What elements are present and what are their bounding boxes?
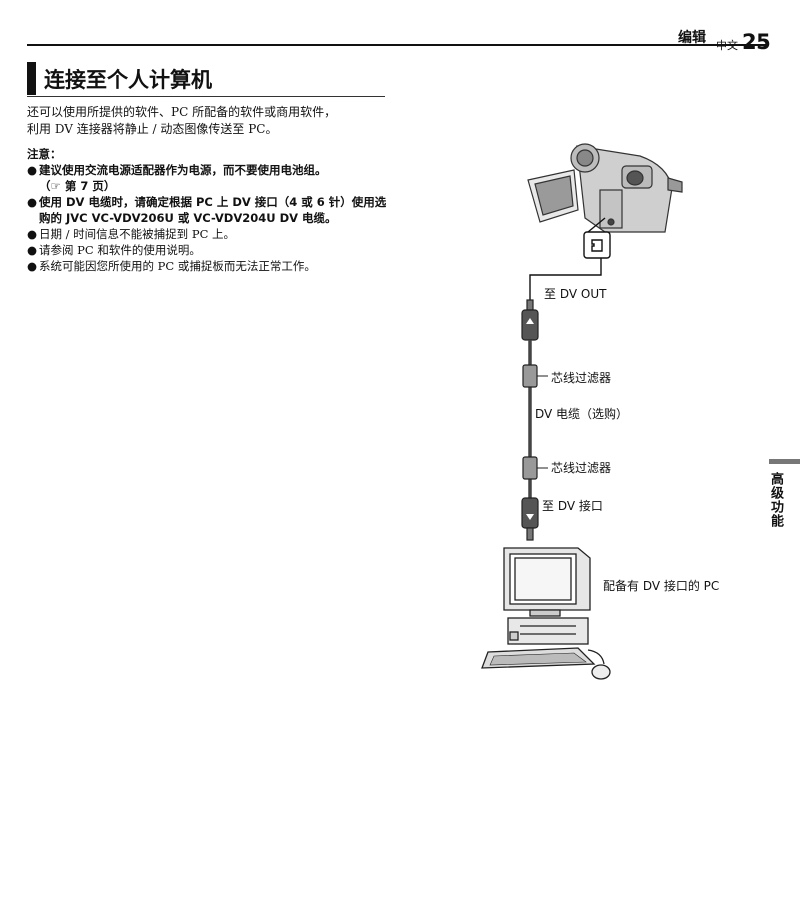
side-tab-label: 高级功能 — [768, 472, 783, 528]
header-rule — [27, 44, 766, 46]
bullet-icon: ● — [27, 195, 38, 209]
note-item: ● 日期 / 时间信息不能被捕捉到 PC 上。 — [27, 226, 407, 242]
note-item: ● 请参阅 PC 和软件的使用说明。 — [27, 242, 407, 258]
label-core-filter-top: 芯线过滤器 — [551, 371, 612, 385]
intro-line: 利用 DV 连接器将静止 / 动态图像传送至 PC。 — [27, 122, 278, 136]
note-text: （☞ 第 7 页） — [39, 179, 116, 193]
note-text: 请参阅 PC 和软件的使用说明。 — [39, 243, 201, 257]
note-item: ● 系统可能因您所使用的 PC 或捕捉板而无法正常工作。 — [27, 258, 407, 274]
header-section-label: 编辑 — [678, 30, 706, 46]
notes-list: ● 建议使用交流电源适配器作为电源，而不要使用电池组。 （☞ 第 7 页） ● … — [27, 162, 407, 274]
label-dv-cable: DV 电缆（选购） — [535, 407, 629, 421]
desktop-pc-icon — [481, 547, 611, 680]
label-to-dv-out: 至 DV OUT — [544, 287, 607, 301]
camcorder-icon — [527, 143, 683, 233]
note-text: 系统可能因您所使用的 PC 或捕捉板而无法正常工作。 — [39, 259, 316, 273]
intro-paragraph: 还可以使用所提供的软件、PC 所配备的软件或商用软件， 利用 DV 连接器将静止… — [27, 104, 397, 138]
note-text: 使用 DV 电缆时，请确定根据 PC 上 DV 接口（4 或 6 针）使用选 — [39, 195, 387, 209]
note-item: ● 建议使用交流电源适配器作为电源，而不要使用电池组。 （☞ 第 7 页） — [27, 162, 407, 194]
note-item: ● 使用 DV 电缆时，请确定根据 PC 上 DV 接口（4 或 6 针）使用选… — [27, 194, 407, 226]
bullet-icon: ● — [27, 243, 38, 257]
bullet-icon: ● — [27, 227, 38, 241]
intro-line: 还可以使用所提供的软件、PC 所配备的软件或商用软件， — [27, 105, 337, 119]
label-core-filter-bottom: 芯线过滤器 — [551, 461, 612, 475]
notes-heading: 注意： — [27, 147, 62, 161]
side-tab-marker — [769, 459, 800, 464]
label-to-dv-port: 至 DV 接口 — [542, 499, 603, 513]
bullet-icon: ● — [27, 259, 38, 273]
note-text: 建议使用交流电源适配器作为电源，而不要使用电池组。 — [39, 163, 327, 177]
page-title: 连接至个人计算机 — [44, 68, 212, 92]
title-marker-bar — [27, 62, 36, 95]
title-underline — [27, 96, 385, 97]
label-pc-with-dv: 配备有 DV 接口的 PC — [603, 579, 720, 593]
bullet-icon: ● — [27, 163, 38, 177]
note-text: 日期 / 时间信息不能被捕捉到 PC 上。 — [39, 227, 236, 241]
note-text: 购的 JVC VC-VDV206U 或 VC-VDV204U DV 电缆。 — [39, 211, 337, 225]
page-number: 25 — [742, 30, 771, 54]
